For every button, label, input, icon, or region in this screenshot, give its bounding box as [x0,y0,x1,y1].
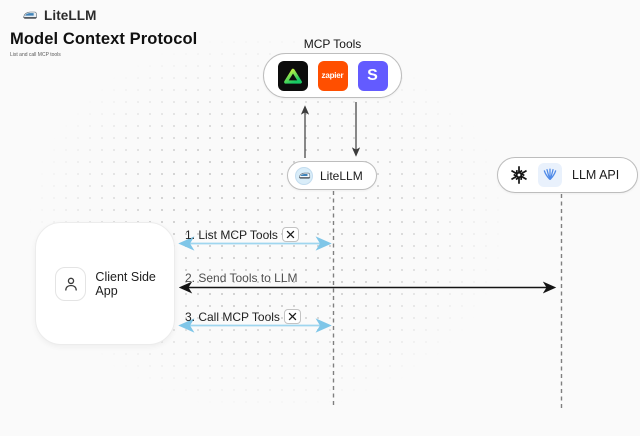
seq-label-text: 2. Send Tools to LLM [185,271,298,285]
openai-icon [507,163,531,187]
zapier-icon: zapier [317,60,348,91]
llm-provider-fan-icon [538,163,562,187]
brand-name: LiteLLM [44,7,97,23]
seq-label-call-mcp-tools: 3. Call MCP Tools [185,309,301,324]
seq-label-text: 1. List MCP Tools [185,227,278,242]
stripe-icon: S [357,60,388,91]
seq-label-text: 3. Call MCP Tools [185,309,280,324]
litellm-node-label: LiteLLM [320,168,363,183]
page-subtitle: List and call MCP tools [10,52,61,58]
client-side-app-node: Client Side App [35,222,175,345]
llm-api-node-label: LLM API [572,168,620,182]
person-icon [55,266,87,301]
brand-header: LiteLLM [22,7,96,23]
page-title: Model Context Protocol [10,30,198,48]
tools-icon [281,227,299,242]
stripe-letter: S [367,66,378,84]
tools-icon [283,309,301,324]
litellm-train-icon [23,11,37,19]
litellm-logo-icon [295,166,313,185]
client-side-app-label: Client Side App [95,269,156,298]
seq-label-send-tools-to-llm: 2. Send Tools to LLM [185,271,298,285]
triangle-gradient-icon [277,60,308,91]
zapier-wordmark: zapier [321,71,344,80]
mcp-tools-label: MCP Tools [303,37,362,51]
litellm-node: LiteLLM [287,161,377,190]
mcp-tools-node: zapier S [263,53,402,98]
llm-api-node: LLM API [497,157,638,193]
seq-label-list-mcp-tools: 1. List MCP Tools [185,227,299,242]
